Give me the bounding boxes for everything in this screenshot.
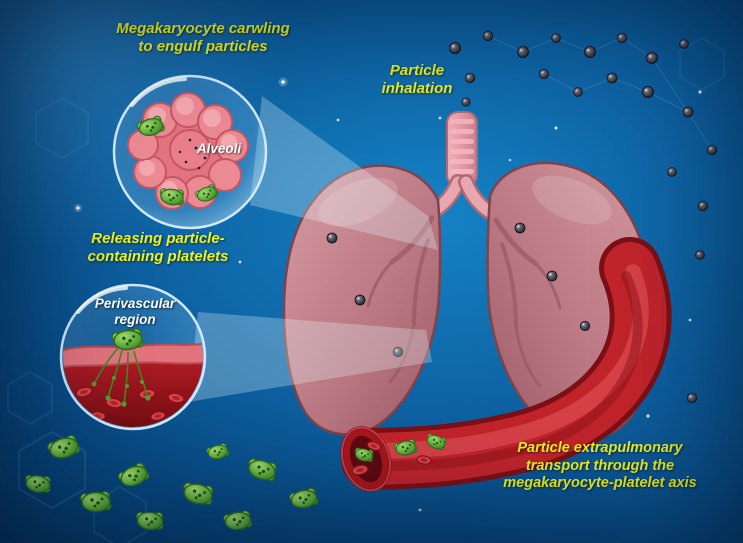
callout-beams bbox=[188, 96, 438, 402]
particles-in-alveoli bbox=[178, 138, 212, 170]
proplatelet-tentacles bbox=[93, 347, 149, 405]
inset-perivascular bbox=[59, 283, 207, 431]
circulating-platelets bbox=[22, 433, 320, 532]
blood-vessel bbox=[340, 237, 672, 492]
sparkle-dots bbox=[74, 77, 702, 512]
background-hexagons bbox=[7, 36, 725, 543]
inset-alveoli bbox=[112, 74, 268, 230]
beam-alveoli bbox=[250, 96, 438, 250]
beam-perivascular bbox=[188, 312, 432, 402]
